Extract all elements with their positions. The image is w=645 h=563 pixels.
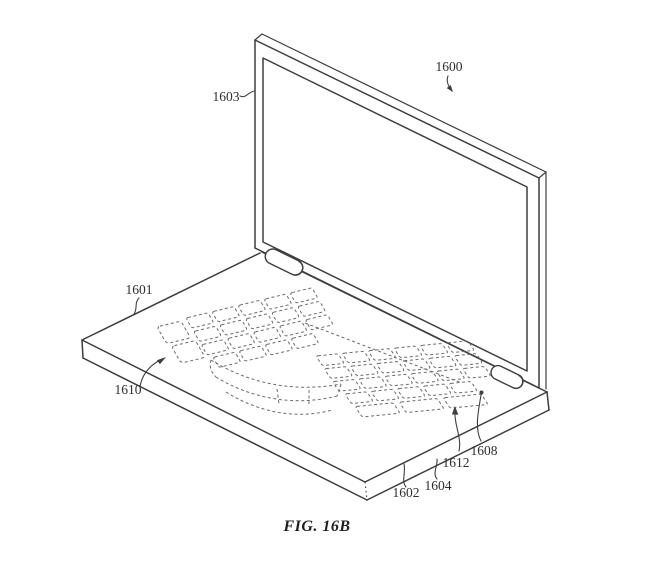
- ref-1601: 1601: [126, 282, 153, 315]
- base-bottom-right-edge: [366, 409, 550, 501]
- ref-1602: 1602: [393, 463, 420, 500]
- lid-top-back-edge: [261, 33, 547, 173]
- base-back-left-edge: [81, 252, 261, 341]
- lid-top-front-edge: [254, 39, 540, 179]
- ref-1600: 1600: [436, 59, 463, 92]
- base-bottom-left-edge: [82, 357, 368, 501]
- laptop-lid: [254, 33, 547, 390]
- ref-label-1612: 1612: [443, 455, 470, 470]
- ref-1602-leader: [403, 463, 407, 488]
- base-front-left-edge: [81, 339, 366, 483]
- annotations: 1600 1603 1601 1610 1602 1604 1612: [115, 59, 498, 535]
- left-hinge: [264, 248, 304, 276]
- right-hinge: [490, 364, 524, 390]
- lid-topright-bevel: [538, 171, 547, 179]
- screen-bezel: [262, 57, 528, 372]
- ref-1610-arrowhead: [156, 357, 166, 365]
- ref-1610-arrow: [139, 358, 163, 388]
- ref-label-1608: 1608: [471, 443, 498, 458]
- keyboard-left-half: [156, 288, 341, 376]
- ref-1604-leader: [434, 458, 438, 480]
- ref-1608-end-dot: [479, 390, 484, 395]
- ref-1608-leader: [476, 394, 482, 442]
- ref-1612: 1612: [443, 406, 470, 470]
- lid-topleft-bevel: [254, 33, 263, 41]
- ref-1612-arrowhead: [451, 406, 459, 415]
- ref-1612-arrow: [454, 411, 461, 452]
- ref-label-1604: 1604: [425, 478, 452, 493]
- base-left-corner-edge: [81, 339, 84, 359]
- laptop-base: [81, 251, 550, 501]
- ref-1601-leader: [133, 297, 140, 315]
- ref-label-1600: 1600: [436, 59, 463, 74]
- ref-label-1602: 1602: [393, 485, 420, 500]
- keyboard-top-boundary: [305, 323, 462, 383]
- ref-1603-leader: [239, 90, 256, 98]
- keyboard-right-half: [316, 341, 508, 418]
- virtual-keyboard: [156, 288, 508, 418]
- ref-label-1601: 1601: [126, 282, 153, 297]
- ref-1603: 1603: [213, 89, 256, 104]
- ref-label-1610: 1610: [115, 382, 142, 397]
- hinges: [264, 248, 524, 390]
- ref-1604: 1604: [425, 458, 452, 493]
- figure-caption: FIG. 16B: [282, 518, 350, 535]
- ref-1600-arrowhead: [446, 85, 453, 92]
- base-front-right-edge: [364, 391, 548, 483]
- base-front-corner-hidden-edge: [364, 481, 368, 501]
- keyboard-spacebar-band: [210, 360, 341, 414]
- base-right-corner-edge: [546, 391, 550, 411]
- ref-label-1603: 1603: [213, 89, 240, 104]
- ref-1610: 1610: [115, 357, 166, 397]
- ref-1608: 1608: [471, 390, 498, 458]
